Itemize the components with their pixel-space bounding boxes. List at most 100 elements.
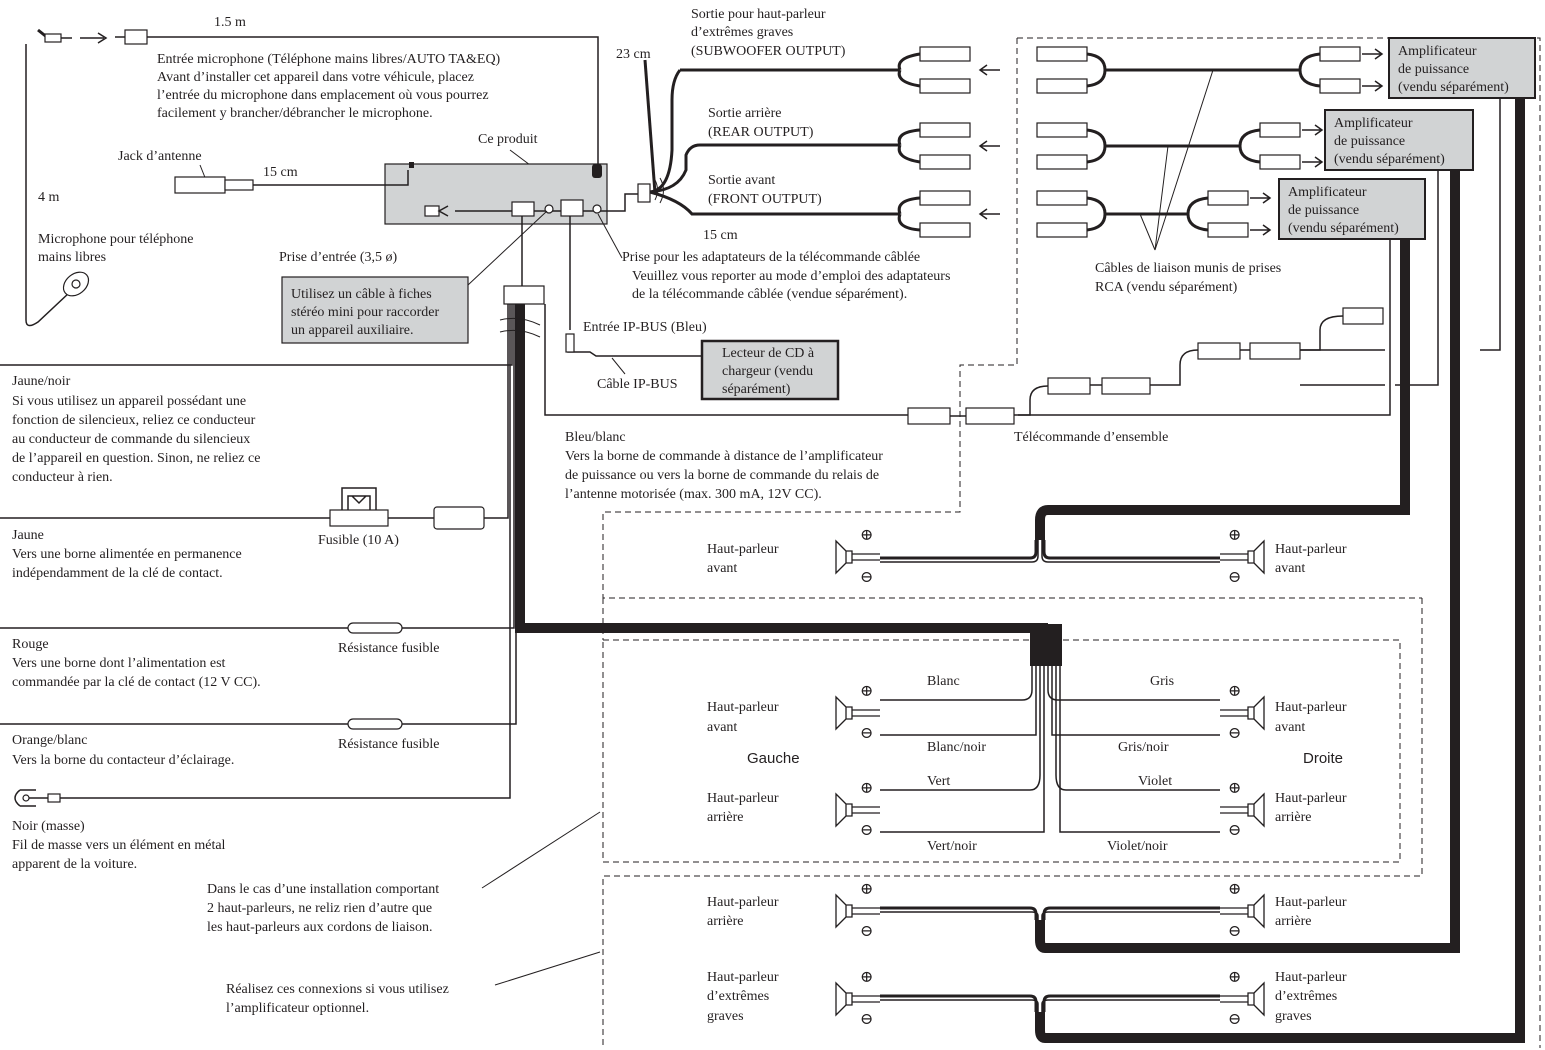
black-1: Fil de masse vers un élément en métal [12,838,226,853]
svg-text:(vendu séparément): (vendu séparément) [1398,80,1509,95]
minus-terminal: ⊖ [860,725,873,742]
wire-white: Blanc [927,674,960,689]
plus-terminal: ⊕ [1228,969,1241,986]
plus-terminal: ⊕ [860,969,873,986]
minus-terminal: ⊖ [1228,569,1241,586]
amp-remote-wires [907,98,1501,425]
front-output-2: (FRONT OUTPUT) [708,192,822,207]
head-unit [384,162,640,225]
remote-adapter-2: Veuillez vous reporter au mode d’emploi … [632,269,950,284]
amp12-speaker-wires [880,98,1525,1043]
opt-amp-leader [494,951,601,986]
wire-violet-black: Violet/noir [1107,839,1168,854]
minus-terminal: ⊖ [860,1011,873,1028]
spk-rear-right-2: arrière [1275,810,1312,825]
spk-rear-left-1: Haut-parleur [707,791,779,806]
svg-text:(vendu séparément): (vendu séparément) [1288,221,1399,236]
ipbus-input-label: Entrée IP-BUS (Bleu) [583,320,707,335]
rca-note-1: Câbles de liaison munis de prises [1095,261,1281,276]
spk-front-left-2: avant [707,720,737,735]
rca-note-2: RCA (vendu séparément) [1095,280,1238,295]
svg-text:Amplificateur: Amplificateur [1334,116,1413,131]
opt-amp-note-1: Réalisez ces connexions si vous utilisez [226,982,449,997]
spk-sub-left-2: d’extrêmes [707,989,769,1004]
aux-note-3: un appareil auxiliaire. [291,323,413,338]
spk-rear-bottom-right-2: arrière [1275,914,1312,929]
plus-terminal: ⊕ [860,780,873,797]
wire-green: Vert [927,774,950,789]
two-speaker-note-3: les haut-parleurs aux cordons de liaison… [207,920,433,935]
product-leader [509,149,531,166]
wire-white-black: Blanc/noir [927,740,986,755]
mic-input-note-1: Avant d’installer cet appareil dans votr… [157,70,474,85]
yellow-black-title: Jaune/noir [12,374,71,389]
wire-violet: Violet [1138,774,1172,789]
plus-terminal: ⊕ [1228,683,1241,700]
aux-leader [467,210,548,286]
yellow-1: Vers une borne alimentée en permanence [12,547,242,562]
cd-changer-2: chargeur (vendu [722,364,813,379]
red-1: Vers une borne dont l’alimentation est [12,656,226,671]
yellow-black-2: fonction de silencieux, reliez ce conduc… [12,413,256,428]
ground-terminal-icon [14,789,61,807]
remote-adapter-1: Prise pour les adaptateurs de la télécom… [622,250,920,265]
fuse-resistor-label-1: Résistance fusible [338,641,439,656]
cd-changer-box [700,339,840,401]
amp-2: Amplificateur de puissance (vendu séparé… [1324,109,1474,171]
speaker-icon: ⊕⊖ [1220,969,1265,1028]
speaker-icon: ⊕⊖ [835,969,880,1028]
microphone-icon [25,44,90,327]
minus-terminal: ⊖ [860,822,873,839]
minus-terminal: ⊖ [860,923,873,940]
blue-white-title: Bleu/blanc [565,430,626,445]
spk-sub-right-1: Haut-parleur [1275,970,1347,985]
yellow-black-3: au conducteur de commande du silencieux [12,432,250,447]
right-label: Droite [1303,750,1343,767]
cd-changer-1: Lecteur de CD à [722,346,815,361]
plus-terminal: ⊕ [1228,780,1241,797]
yellow-black-1: Si vous utilisez un appareil possédant u… [12,394,246,409]
speaker-trunk [880,624,1220,833]
opt-amp-note-2: l’amplificateur optionnel. [226,1001,369,1016]
rear-output-2: (REAR OUTPUT) [708,125,814,140]
ipbus-cable [565,216,702,357]
spk-rear-right-1: Haut-parleur [1275,791,1347,806]
hands-free-mic-label-2: mains libres [38,250,106,265]
wire-grey: Gris [1150,674,1174,689]
spk-sub-right-2: d’extrêmes [1275,989,1337,1004]
blue-white-3: l’antenne motorisée (max. 300 mA, 12V CC… [565,487,822,502]
wire-grey-black: Gris/noir [1118,740,1169,755]
spk-sub-left-1: Haut-parleur [707,970,779,985]
svg-text:de puissance: de puissance [1288,203,1359,218]
plus-terminal: ⊕ [860,881,873,898]
main-harness [0,216,1048,799]
mic-input-note-3: facilement y brancher/débrancher le micr… [157,106,433,121]
red-title: Rouge [12,637,49,652]
cd-changer-3: séparément) [722,382,791,397]
svg-text:Amplificateur: Amplificateur [1288,185,1367,200]
spk-front-top-left-2: avant [707,561,737,576]
svg-text:(vendu séparément): (vendu séparément) [1334,152,1445,167]
plus-terminal: ⊕ [1228,881,1241,898]
spk-front-top-left-1: Haut-parleur [707,542,779,557]
speaker-icon: ⊕⊖ [835,683,880,742]
minus-terminal: ⊖ [860,569,873,586]
spk-sub-right-3: graves [1275,1009,1312,1024]
spk-rear-bottom-left-1: Haut-parleur [707,895,779,910]
length-15cm-b: 15 cm [703,228,738,243]
black-title: Noir (masse) [12,819,85,834]
spk-rear-bottom-right-1: Haut-parleur [1275,895,1347,910]
speaker-icon: ⊕⊖ [1220,881,1265,940]
ipbus-cable-label: Câble IP-BUS [597,377,678,392]
speakers: ⊕⊖⊕⊖⊕⊖⊕⊖⊕⊖⊕⊖⊕⊖⊕⊖⊕⊖⊕⊖ [835,527,1265,1028]
two-speaker-leader [481,811,601,889]
spk-front-top-right-1: Haut-parleur [1275,542,1347,557]
minus-terminal: ⊖ [1228,1011,1241,1028]
plus-terminal: ⊕ [860,527,873,544]
yellow-2: indépendamment de la clé de contact. [12,566,223,581]
sub-output-2: d’extrêmes graves [691,25,793,40]
speaker-icon: ⊕⊖ [835,780,880,839]
orange-title: Orange/blanc [12,733,87,748]
aux-note-box [281,276,469,344]
